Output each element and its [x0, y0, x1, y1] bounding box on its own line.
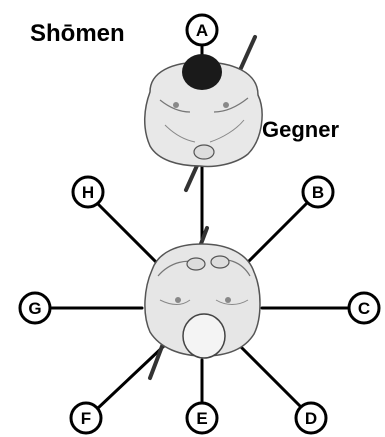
- direction-e: E: [187, 403, 217, 433]
- svg-text:H: H: [82, 183, 94, 202]
- direction-b: B: [303, 177, 333, 207]
- self-figure: [145, 228, 260, 378]
- direction-f: F: [71, 403, 101, 433]
- gegner-label: Gegner: [262, 117, 339, 142]
- svg-text:D: D: [305, 409, 317, 428]
- direction-a: A: [187, 15, 217, 45]
- line-d: [236, 342, 301, 407]
- svg-text:B: B: [312, 183, 324, 202]
- svg-text:F: F: [81, 409, 91, 428]
- svg-text:C: C: [358, 299, 370, 318]
- line-f: [97, 344, 166, 409]
- self-head: [183, 314, 225, 358]
- shomen-label: Shōmen: [30, 20, 125, 47]
- direction-g: G: [20, 293, 50, 323]
- svg-text:E: E: [196, 409, 207, 428]
- opponent-figure: [145, 37, 262, 190]
- svg-text:A: A: [196, 21, 208, 40]
- direction-c: C: [349, 293, 379, 323]
- direction-d: D: [296, 403, 326, 433]
- direction-h: H: [73, 177, 103, 207]
- svg-text:G: G: [28, 299, 41, 318]
- opponent-head: [182, 54, 222, 90]
